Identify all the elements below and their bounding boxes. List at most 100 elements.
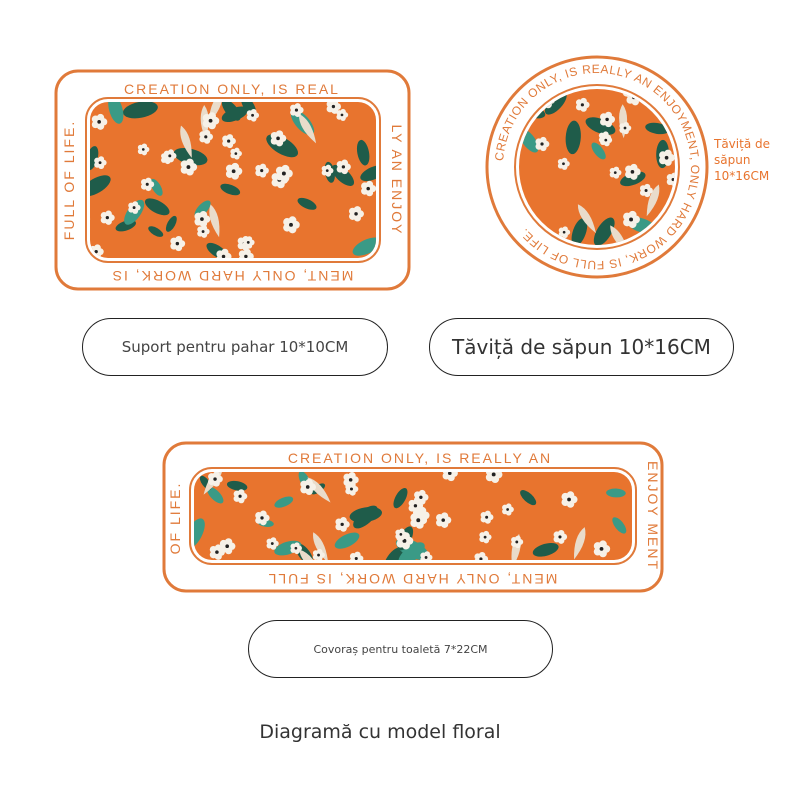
flower-icon <box>410 511 428 529</box>
leaf-icon <box>353 505 378 529</box>
leaf-icon <box>383 547 403 560</box>
flower-icon <box>300 478 316 496</box>
soap-tray-image: CREATION ONLY, IS REALLY AN ENJOYMENT, O… <box>485 55 709 279</box>
ring-text-left: FULL OF LIFE. <box>61 120 77 240</box>
flower-icon <box>623 210 640 229</box>
leaf-icon <box>274 496 294 508</box>
flower-icon <box>233 489 248 504</box>
leaf-icon <box>122 102 158 119</box>
flower-icon <box>199 129 213 144</box>
flower-icon <box>290 542 302 555</box>
ring-text-right: LY AN ENJOY <box>389 125 405 236</box>
flower-icon <box>242 236 255 249</box>
flower-icon <box>94 156 107 170</box>
flower-icon <box>238 248 254 258</box>
flower-icon <box>361 180 376 197</box>
leaf-icon <box>612 517 627 534</box>
flower-icon <box>600 133 613 147</box>
leaf-icon <box>297 197 317 210</box>
flower-icon <box>216 248 232 258</box>
flower-icon <box>474 551 489 560</box>
leaf-icon <box>571 218 588 245</box>
bud-icon <box>209 204 220 238</box>
bud-icon <box>180 125 192 158</box>
flower-icon <box>137 143 150 156</box>
leaf-icon <box>90 175 111 197</box>
flower-icon <box>666 172 675 187</box>
wide-ring-text-top: CREATION ONLY, IS REALLY AN <box>288 450 552 466</box>
flower-icon <box>395 528 407 541</box>
flower-icon <box>479 530 492 544</box>
leaf-icon <box>393 487 408 509</box>
wide-ring-text-bottom: MENT, ONLY HARD WORK, IS FULL <box>267 571 558 587</box>
bud-icon <box>299 549 322 560</box>
flower-icon <box>343 472 359 488</box>
flower-icon <box>348 206 364 222</box>
flower-icon <box>609 166 622 179</box>
ring-text-bottom: MENT, ONLY HARD WORK, IS <box>111 268 354 284</box>
flower-icon <box>180 158 198 176</box>
wide-ring-text-right: ENJOY MENT <box>645 461 661 571</box>
flower-icon <box>91 113 108 130</box>
flower-icon <box>194 210 211 228</box>
leaf-icon <box>226 480 248 491</box>
leaf-icon <box>221 102 241 121</box>
flower-icon <box>141 177 155 192</box>
flower-icon <box>326 102 342 114</box>
cup-coaster-image: CREATION ONLY, IS REAL LY AN ENJOY MENT,… <box>54 69 411 291</box>
flower-icon <box>321 164 334 177</box>
flower-icon <box>593 540 611 558</box>
flower-icon <box>219 538 236 555</box>
leaf-icon <box>585 117 616 135</box>
leaf-icon <box>593 217 615 245</box>
flower-icon <box>163 149 177 163</box>
toilet-mat-image: CREATION ONLY, IS REALLY AN ENJOY MENT M… <box>162 441 664 593</box>
flower-icon <box>600 111 616 128</box>
soap-tray-label: Tăviță de săpun 10*16CM <box>429 318 734 376</box>
bud-icon <box>574 527 586 560</box>
leaf-icon <box>606 488 626 498</box>
flower-icon <box>230 147 242 160</box>
bud-icon <box>299 113 317 144</box>
flower-icon <box>436 512 452 528</box>
flower-icon <box>128 201 141 214</box>
wide-ring-text-left: OF LIFE. <box>167 482 183 555</box>
flower-icon <box>225 162 243 180</box>
flower-icon <box>553 529 568 544</box>
flower-icon <box>290 103 304 117</box>
flower-icon <box>349 551 364 560</box>
leaf-icon <box>207 486 224 504</box>
flower-icon <box>335 517 350 532</box>
flower-icon <box>209 544 225 560</box>
leaf-icon <box>165 215 177 232</box>
flower-icon <box>408 498 424 514</box>
leaf-icon <box>356 139 370 166</box>
flower-icon <box>561 491 578 508</box>
flower-icon <box>222 134 236 149</box>
bud-icon <box>610 225 629 245</box>
flower-icon <box>535 136 550 152</box>
leaf-icon <box>520 490 537 506</box>
leaf-icon <box>352 237 376 256</box>
flower-icon <box>283 216 300 234</box>
leaf-icon <box>220 183 241 196</box>
leaf-icon <box>565 120 581 155</box>
flower-icon <box>442 472 458 482</box>
flower-icon <box>619 121 632 135</box>
caption: Diagramă cu model floral <box>259 721 501 743</box>
flower-icon <box>558 226 571 239</box>
leaf-icon <box>334 532 360 549</box>
flower-icon <box>100 210 115 225</box>
flower-icon <box>246 108 260 122</box>
leaf-icon <box>148 226 164 237</box>
flower-icon <box>275 164 293 183</box>
leaf-icon <box>532 542 559 557</box>
leaf-icon <box>360 165 376 182</box>
flower-icon <box>480 510 494 524</box>
flower-icon <box>202 112 220 130</box>
overlay-size-label: Tăviță de săpun 10*16CM <box>714 137 770 183</box>
flower-icon <box>170 236 186 252</box>
leaf-icon <box>173 147 208 166</box>
flower-icon <box>557 157 570 170</box>
